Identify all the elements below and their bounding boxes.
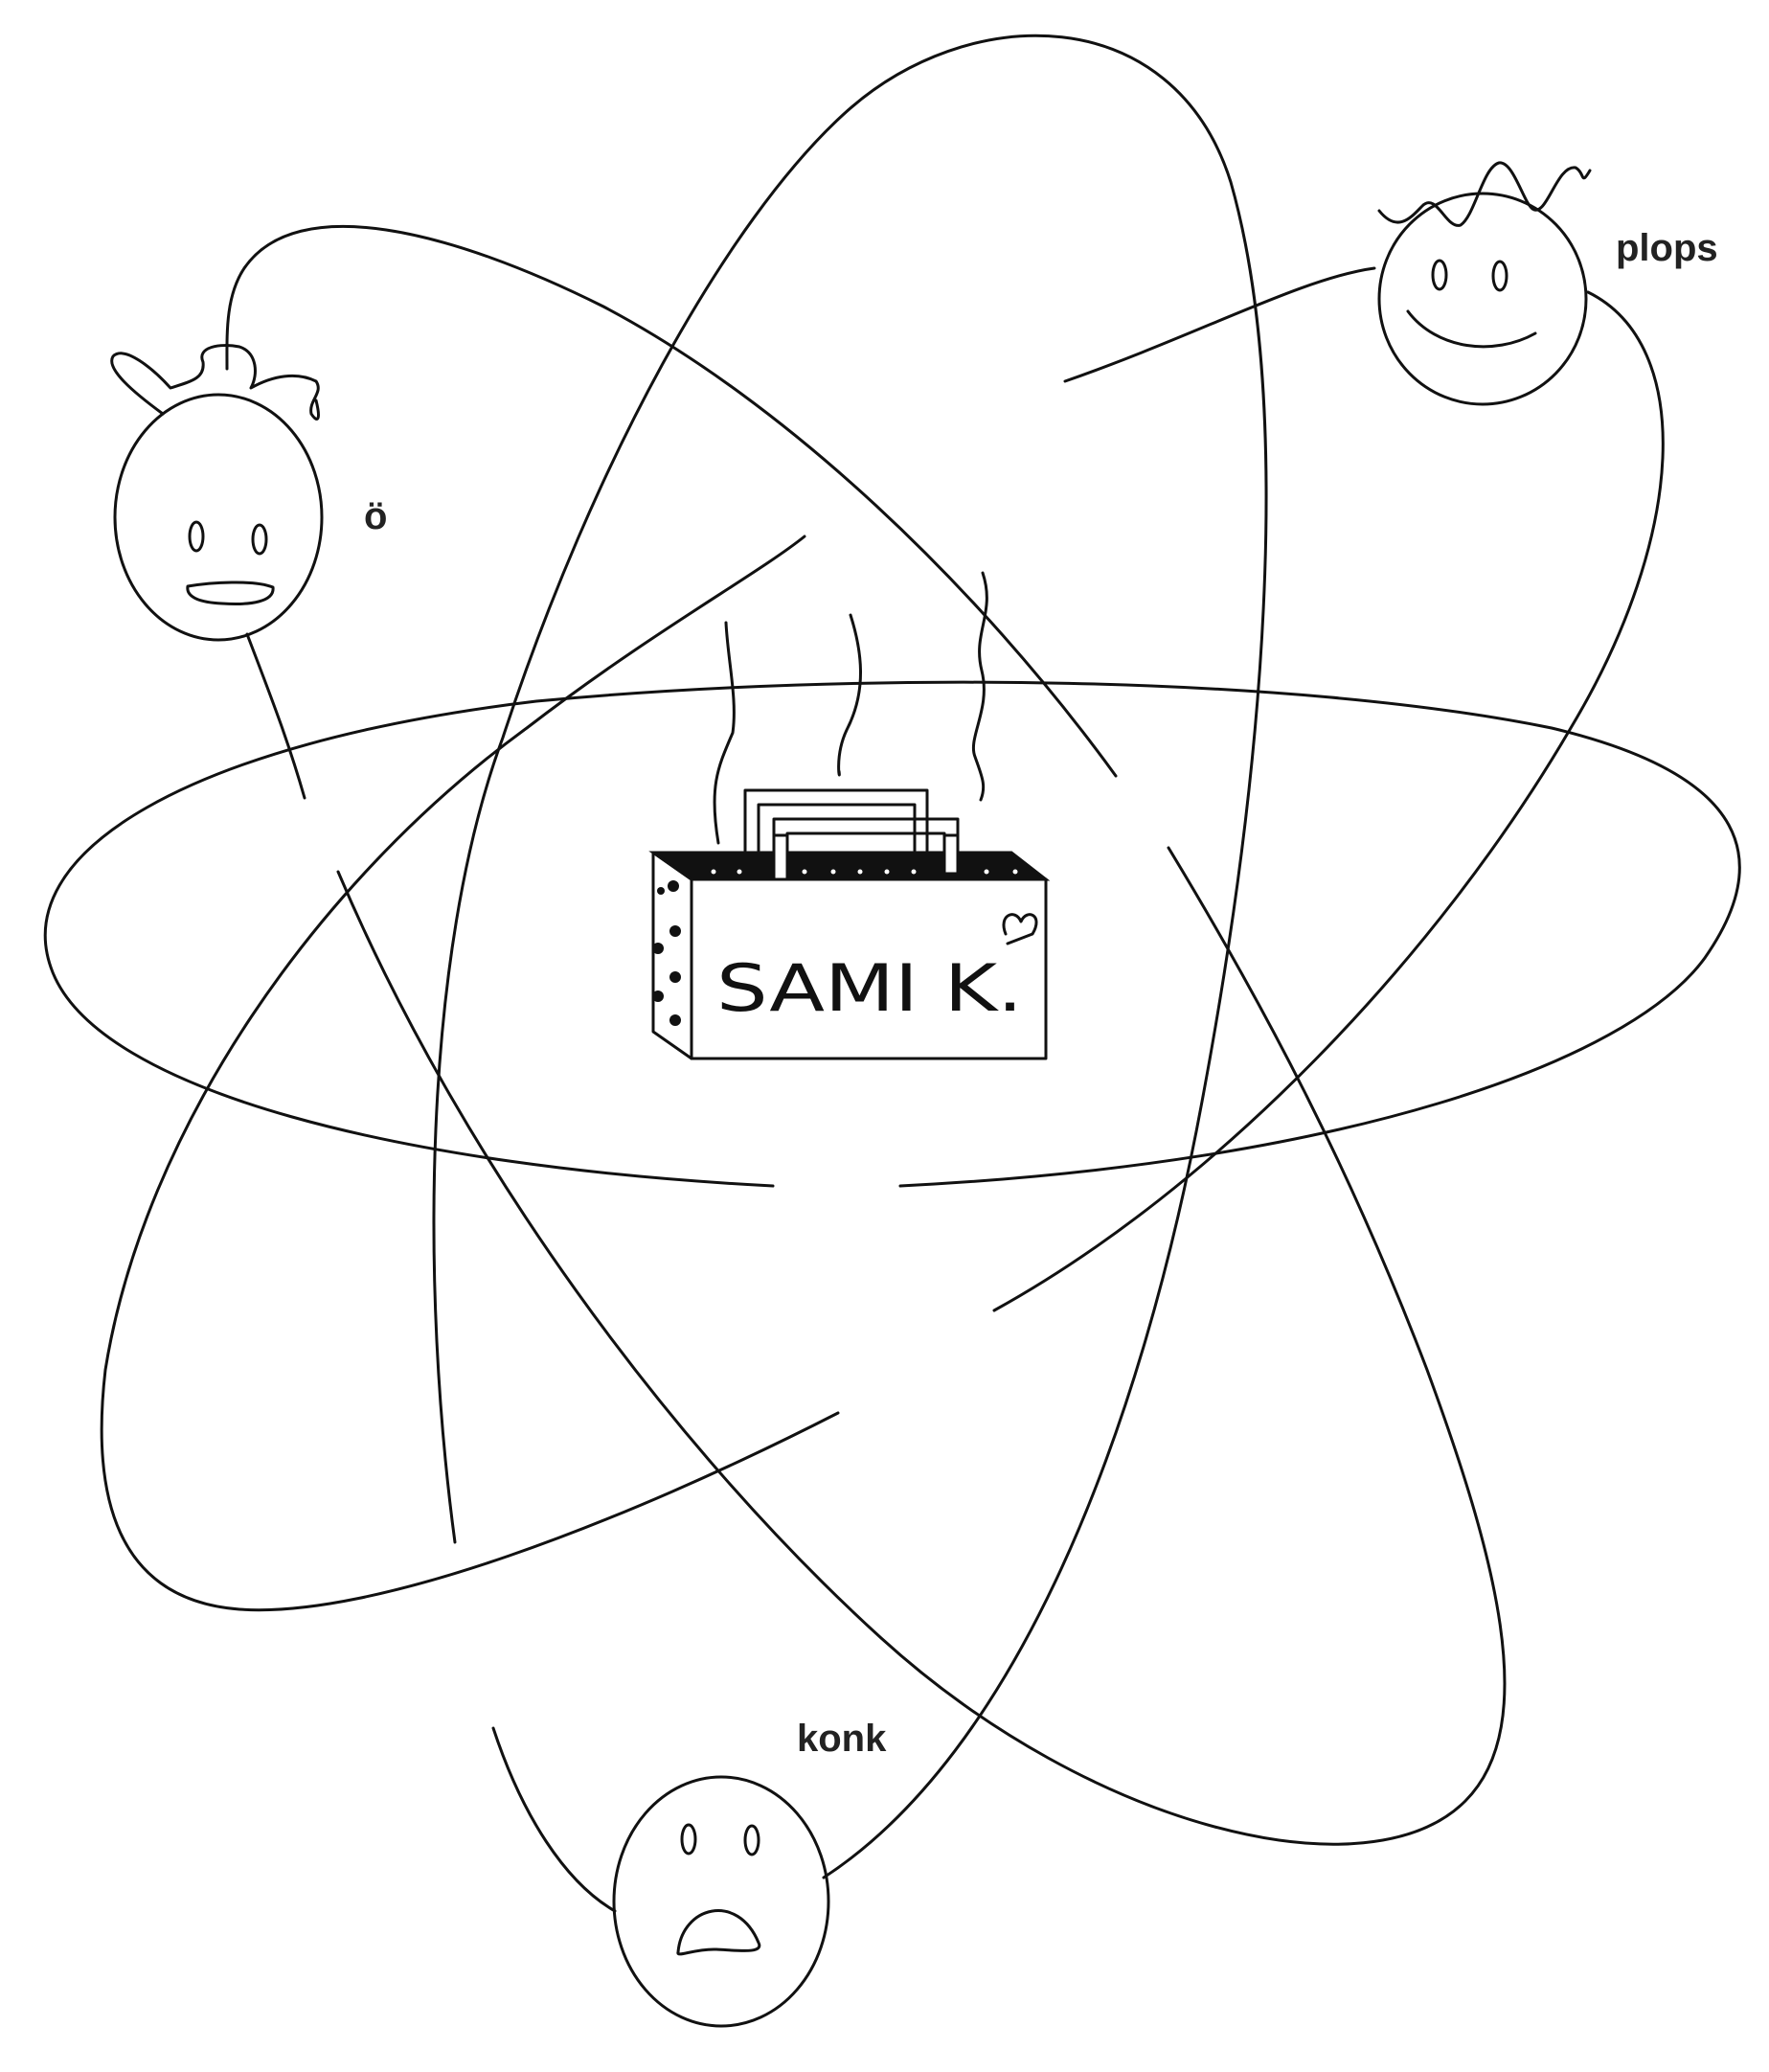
label-left-face: ö [364, 495, 387, 537]
left-face-eye-right [251, 523, 268, 556]
left-face-hair [110, 344, 320, 421]
bottom-face-eye-left [680, 1823, 697, 1856]
bottom-face-mouth [676, 1909, 761, 1956]
bag-top-rim [648, 851, 1051, 881]
bottom-face-head [612, 1775, 830, 2028]
orbit-diagonal-up-left [100, 535, 840, 1612]
right-face-mouth [1406, 309, 1537, 349]
bottom-face [612, 1775, 830, 2028]
left-face [110, 344, 324, 642]
steam-line-right [972, 571, 988, 802]
orbit-diagonal-up-lower [992, 290, 1665, 1312]
right-face [1377, 161, 1592, 406]
label-right-face: plops [1616, 227, 1718, 269]
orbit-diagonal-down-lower [336, 846, 1507, 1846]
right-face-head [1377, 192, 1588, 406]
bottom-face-stick [491, 1726, 617, 1913]
bag-handwriting: SAMI K. [716, 951, 1023, 1027]
right-face-eye-right [1491, 260, 1508, 292]
right-face-hair [1377, 161, 1592, 227]
orbit-diagonal-down [225, 224, 1118, 778]
bag-handle-back-inner [757, 803, 917, 853]
steam-line-middle [837, 613, 862, 777]
left-face-eye-left [188, 520, 205, 553]
bottom-face-eye-right [743, 1824, 760, 1856]
steam-line-left [713, 621, 736, 845]
left-face-mouth [186, 581, 275, 605]
left-face-head [113, 393, 324, 642]
bag-front-panel [690, 877, 1048, 1060]
orbit-vertical [432, 34, 1268, 1879]
orbit-diagonal-up [1063, 266, 1376, 383]
orbit-horizontal [43, 680, 1741, 1188]
heart-icon [1002, 913, 1038, 945]
right-face-eye-left [1431, 259, 1448, 291]
left-face-stick [245, 632, 306, 800]
nucleus-bag: SAMI K. [648, 571, 1051, 1060]
label-bottom-face: konk [797, 1718, 887, 1760]
